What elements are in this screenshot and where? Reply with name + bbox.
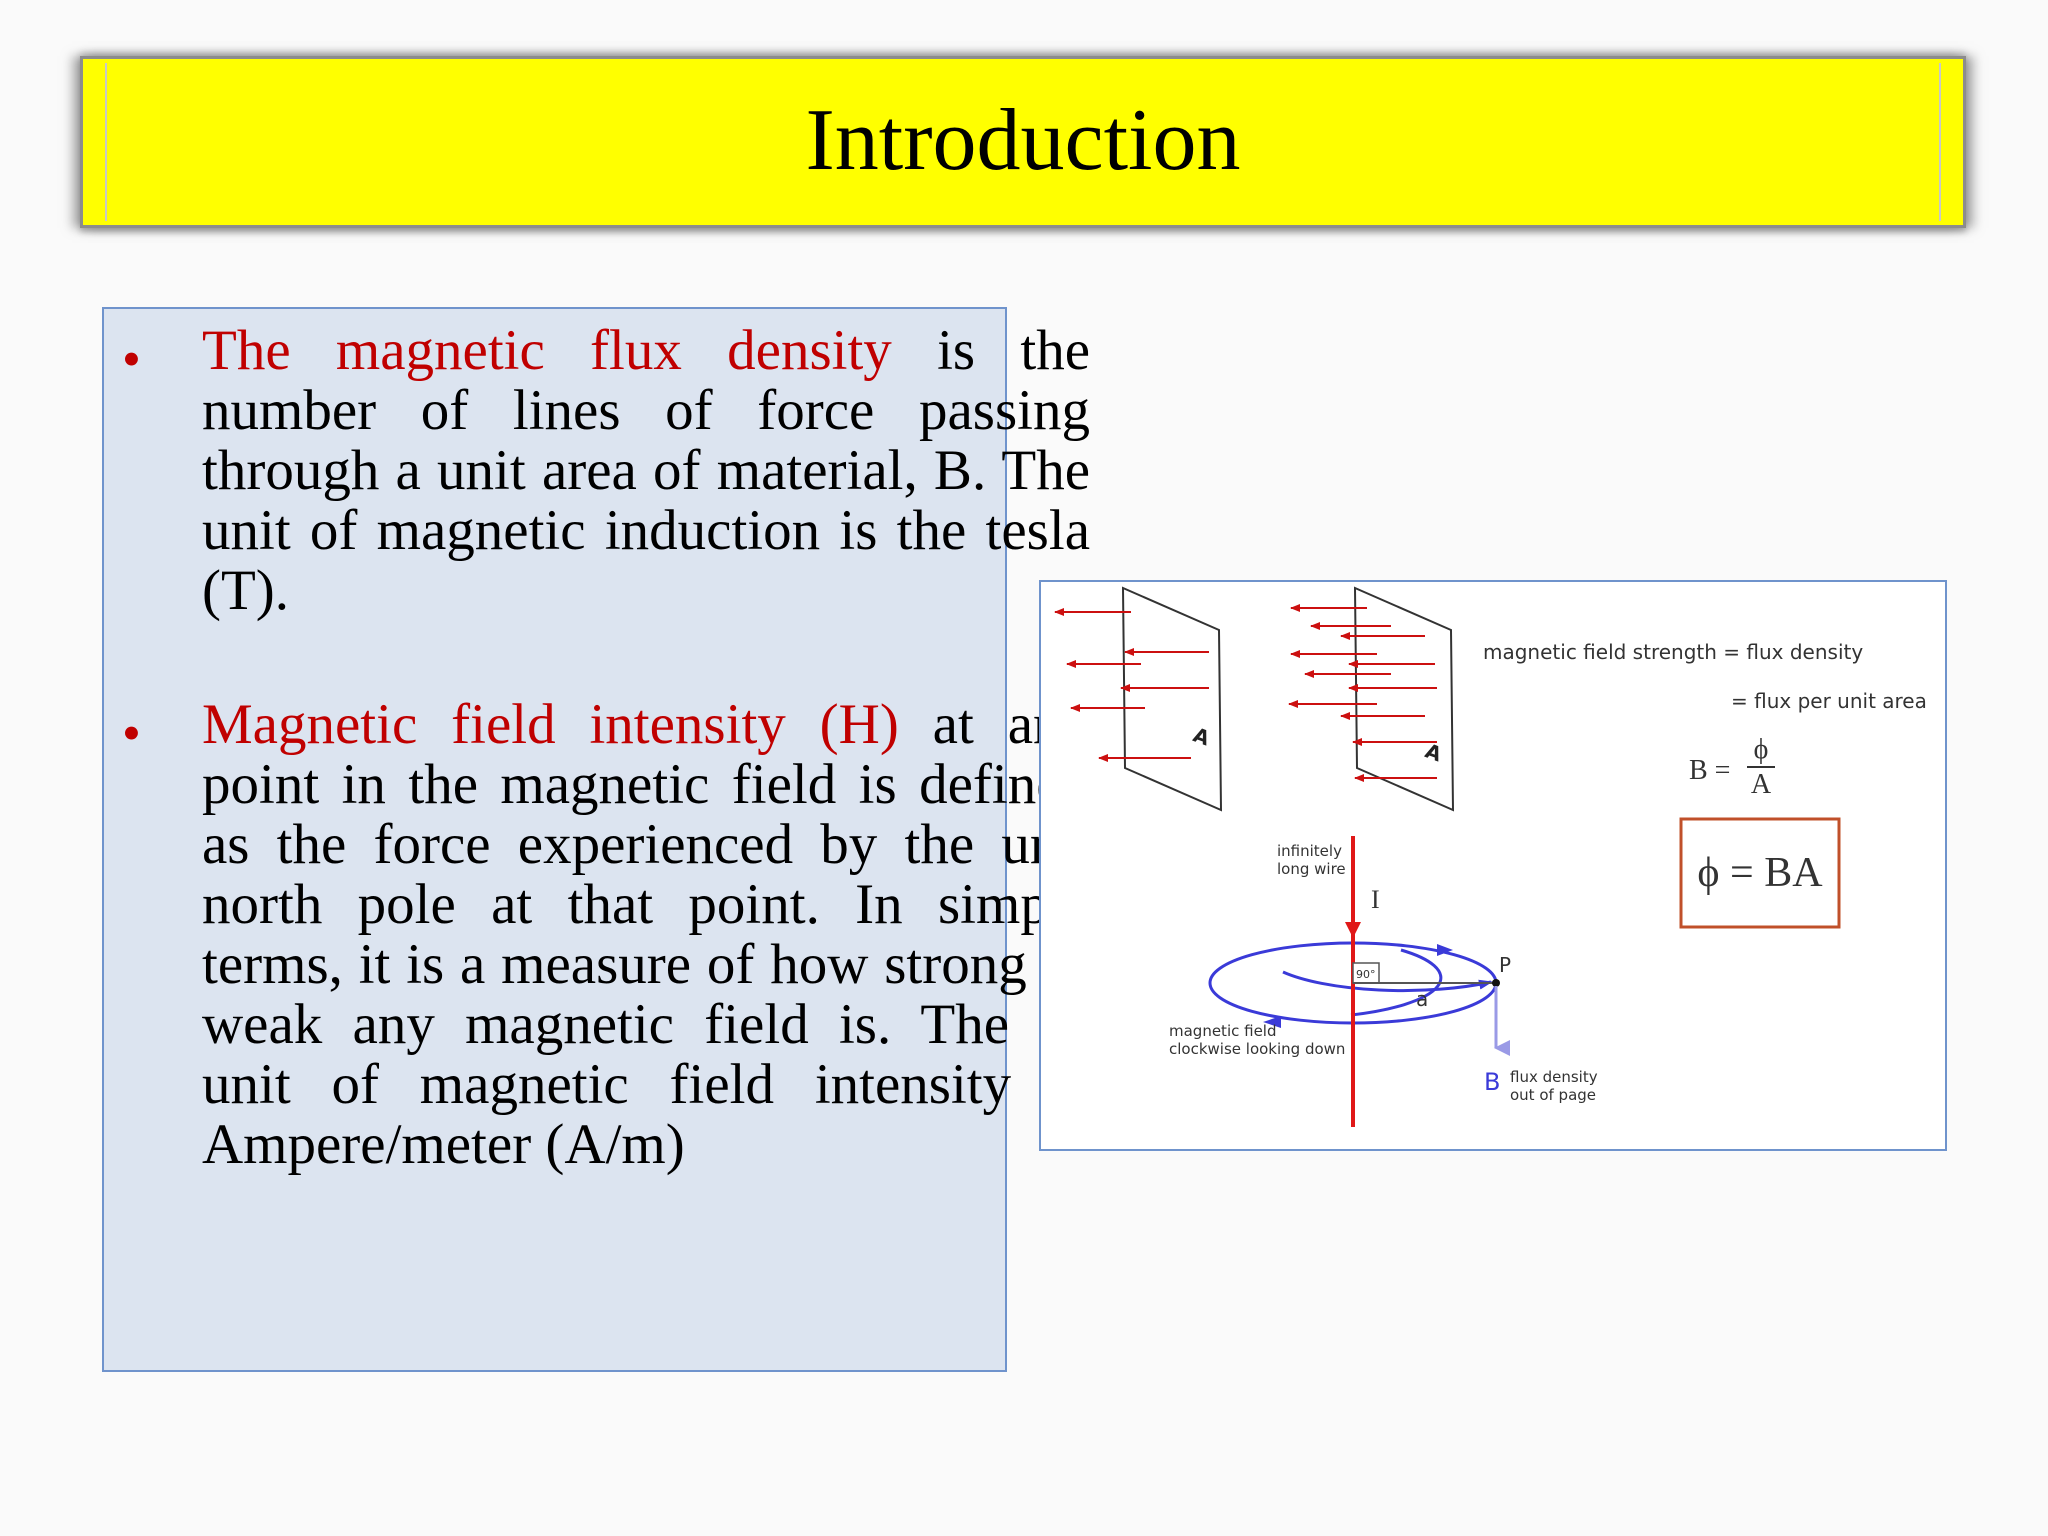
radius-label: a (1416, 987, 1428, 1011)
point-label: P (1499, 953, 1511, 977)
field-direction-label: magnetic field (1169, 1022, 1277, 1040)
wire-label: infinitely (1277, 842, 1342, 860)
definition-field-intensity: at any point in the magnetic field is de… (202, 693, 1090, 1176)
boxed-formula-frame (1679, 817, 1841, 929)
slide-title: Introduction (805, 92, 1241, 189)
b-description: flux density (1510, 1068, 1598, 1086)
magnetic-field-diagram: A A magnetic field strength = flux densi… (1039, 580, 1947, 1151)
formula-denominator: A (1751, 769, 1772, 800)
bullet-dot: • (122, 329, 141, 389)
term-flux-density: The magnetic flux density (202, 319, 892, 382)
flux-per-area-label: = flux per unit area (1731, 689, 1927, 713)
bullet-dot: • (122, 703, 141, 763)
bullet-paragraph: The magnetic flux density is the number … (202, 321, 1090, 621)
current-label: I (1371, 885, 1380, 914)
plane-label: A (1190, 723, 1213, 751)
point-p (1492, 979, 1500, 987)
b-label: B (1484, 1068, 1500, 1096)
boxed-formula: ϕ = BA (1697, 850, 1823, 896)
field-strength-label: magnetic field strength = flux density (1483, 640, 1863, 664)
bullet-paragraph: Magnetic field intensity (H) at any poin… (202, 695, 1090, 1175)
term-field-intensity: Magnetic field intensity (H) (202, 693, 899, 756)
wire-field-illustration: infinitely long wire I 90° a P magnetic … (1169, 836, 1598, 1127)
diagram-svg: A A magnetic field strength = flux densi… (1054, 586, 1927, 1127)
formula-numerator: ϕ (1754, 734, 1769, 765)
b-description: out of page (1510, 1086, 1596, 1104)
field-direction-label: clockwise looking down (1169, 1040, 1345, 1058)
angle-label: 90° (1356, 968, 1376, 981)
wire-label: long wire (1277, 860, 1346, 878)
dense-flux-plane: A (1288, 586, 1455, 812)
text-box: • The magnetic flux density is the numbe… (102, 307, 1090, 1372)
definition-flux-density: is the number of lines of force passing … (202, 319, 1091, 622)
title-bar: Introduction (80, 56, 1966, 228)
formula-lhs: B = (1689, 755, 1730, 786)
title-bar-inner (105, 63, 1941, 221)
sparse-flux-plane: A (1054, 586, 1223, 812)
